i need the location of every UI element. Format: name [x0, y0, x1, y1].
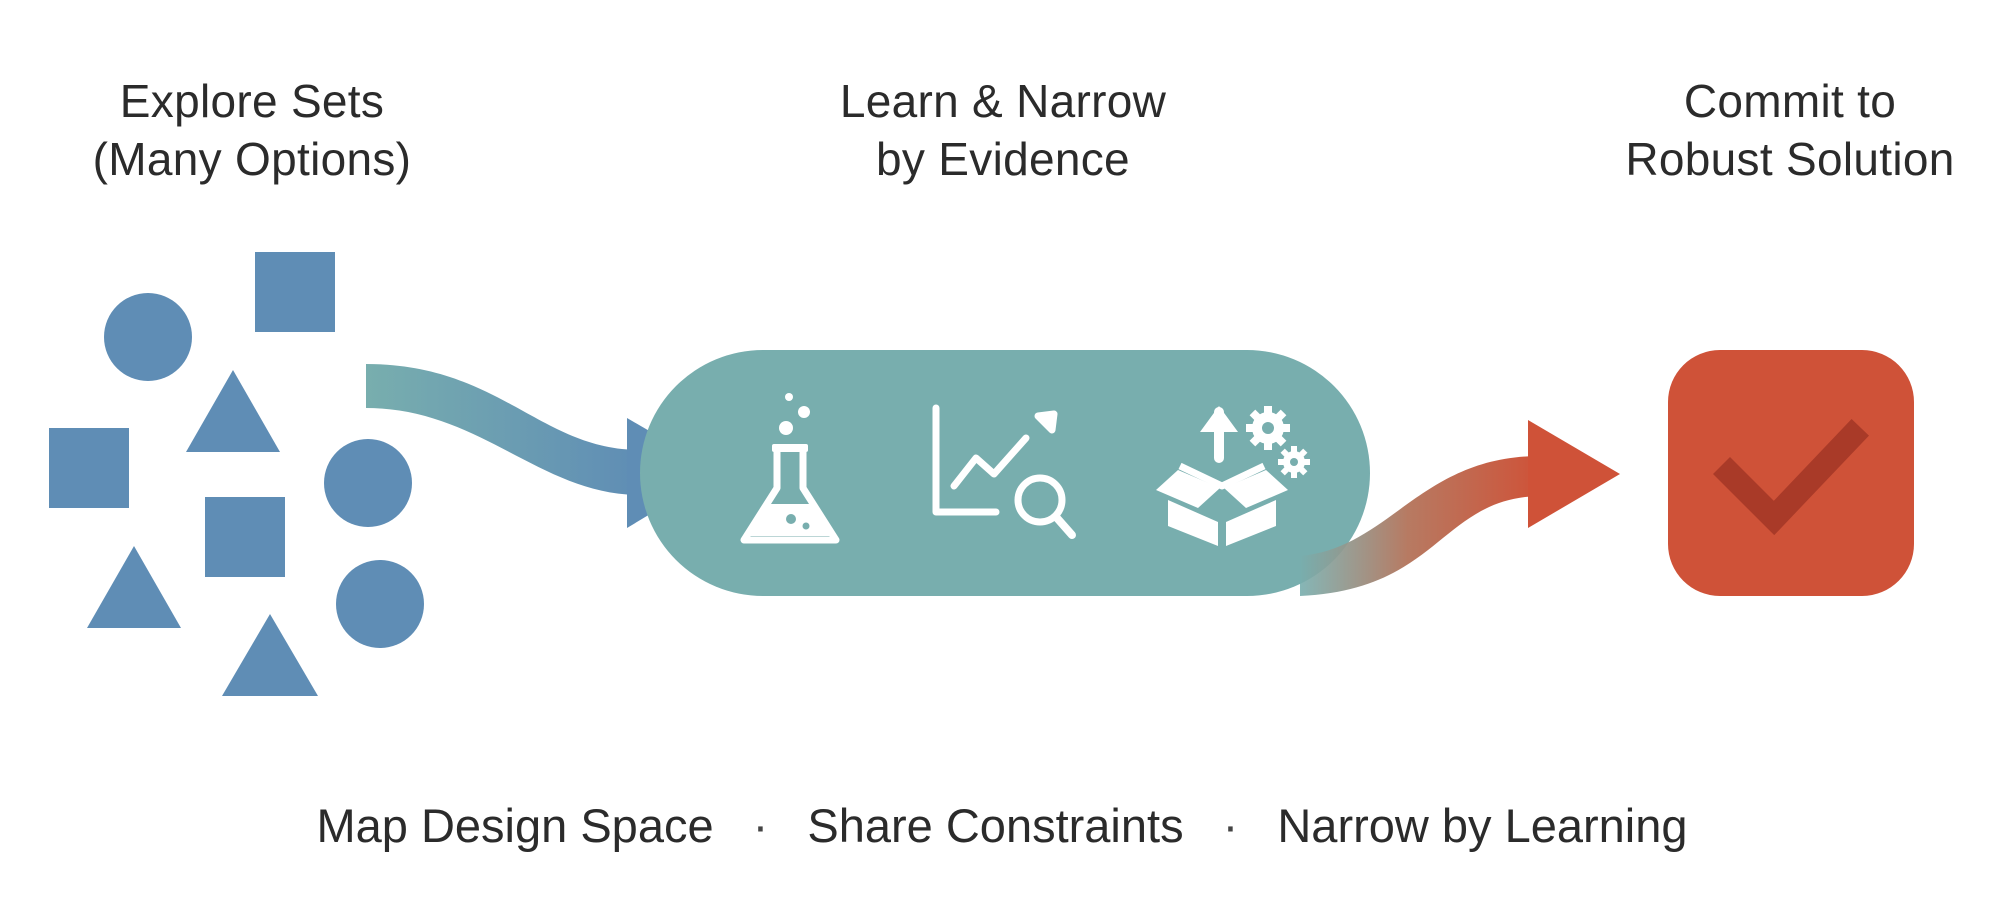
- stage-title-line: Robust Solution: [1625, 133, 1955, 185]
- circle-shape: [336, 560, 424, 648]
- checkmark-icon: [1713, 419, 1869, 536]
- chart-magnifier-icon: [932, 404, 1076, 539]
- arrow-learn-to-commit: [1300, 420, 1620, 596]
- box-gears-icon: [1156, 406, 1310, 546]
- stage-title-line: (Many Options): [92, 133, 412, 185]
- stage-title-line: Commit to: [1683, 75, 1897, 127]
- principle-item: Share Constraints: [807, 799, 1184, 852]
- principle-item: Narrow by Learning: [1277, 799, 1688, 852]
- principle-item: Map Design Space: [316, 799, 714, 852]
- flask-icon: [740, 393, 840, 544]
- circle-shape: [324, 439, 412, 527]
- stage-title-commit: Commit to Robust Solution: [1530, 72, 2004, 188]
- separator-dot: ·: [752, 799, 769, 852]
- square-shape: [49, 428, 129, 508]
- stage-title-learn: Learn & Narrow by Evidence: [743, 72, 1263, 188]
- triangle-shape: [87, 546, 181, 628]
- stage-title-line: Learn & Narrow: [839, 75, 1167, 127]
- principles-footer: Map Design Space · Share Constraints · N…: [0, 796, 2004, 856]
- stage-title-explore: Explore Sets (Many Options): [0, 72, 512, 188]
- stage-title-line: by Evidence: [876, 133, 1130, 185]
- solution-box: [1668, 350, 1914, 596]
- separator-dot: ·: [1222, 799, 1239, 852]
- triangle-shape: [222, 614, 318, 696]
- stage-title-line: Explore Sets: [119, 75, 385, 127]
- triangle-shape: [186, 370, 280, 452]
- square-shape: [255, 252, 335, 332]
- option-shapes: [49, 252, 424, 696]
- square-shape: [205, 497, 285, 577]
- circle-shape: [104, 293, 192, 381]
